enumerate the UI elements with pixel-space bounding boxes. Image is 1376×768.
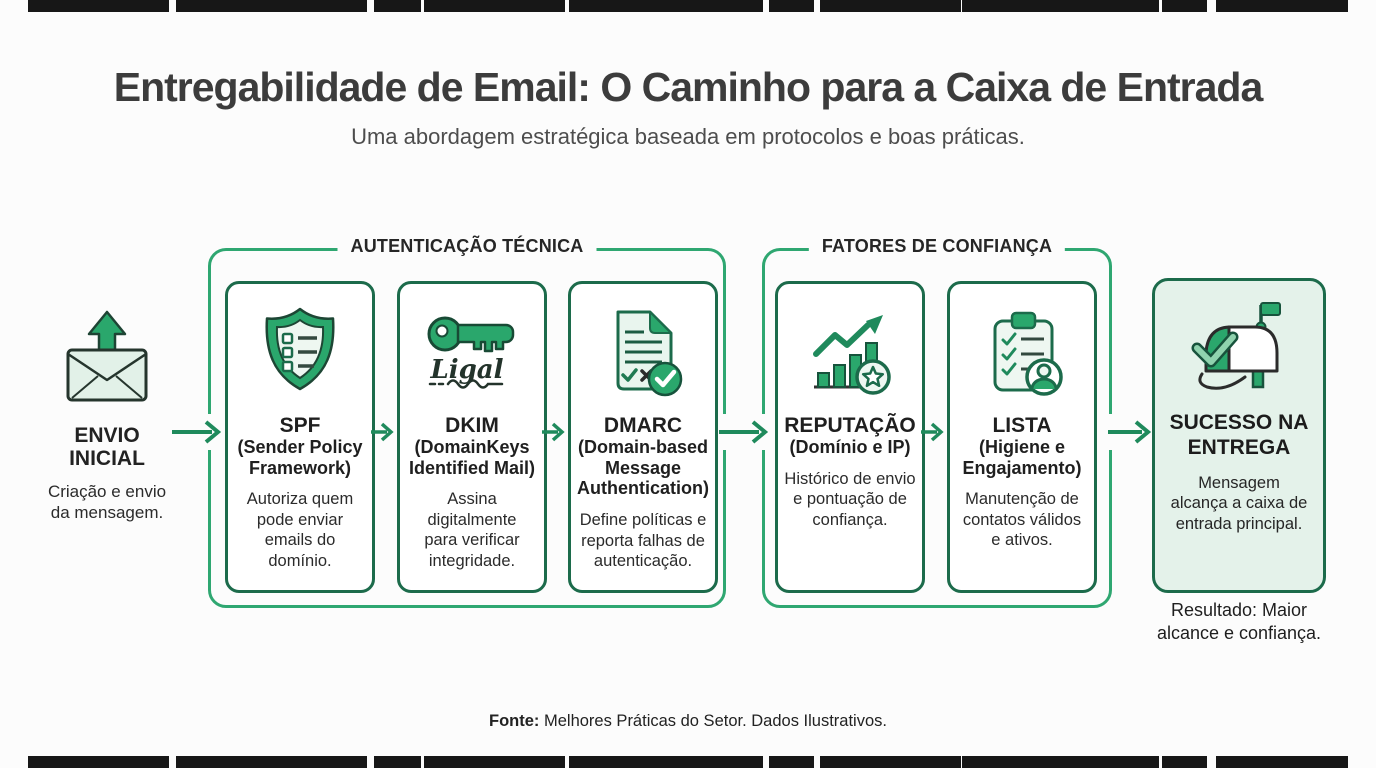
arrow-trust-to-success	[1108, 420, 1152, 444]
result-note: Resultado: Maior alcance e confiança.	[1156, 600, 1322, 643]
start-desc: Criação e envio da mensagem.	[47, 482, 167, 522]
card-desc: Assina digitalmente para verificar integ…	[424, 490, 520, 570]
card-name: SPF	[279, 414, 321, 437]
group-fatores-de-confianca: FATORES DE CONFIANÇA REPUTAÇÃO (Domínio …	[762, 236, 1112, 608]
clipboard-person-icon	[950, 300, 1094, 400]
card-desc: Autoriza quem pode enviar emails do domí…	[246, 490, 354, 570]
arrow-start-to-auth	[172, 420, 222, 444]
shield-checklist-icon	[228, 300, 372, 400]
arrow-auth-to-trust	[719, 420, 769, 444]
card-subname: (Higiene e Engajamento)	[962, 437, 1082, 478]
card-dkim: Ligal DKIM (DomainKeys Identified Mail) …	[397, 281, 547, 593]
card-subname: (Sender Policy Framework)	[237, 437, 363, 478]
card-name: DMARC	[603, 414, 683, 437]
bottom-dashed-strip	[28, 756, 1348, 768]
card-subname: (Domínio e IP)	[789, 437, 911, 458]
top-dashed-strip	[28, 0, 1348, 12]
card-name: DKIM	[445, 414, 499, 437]
page-subtitle: Uma abordagem estratégica baseada em pro…	[351, 124, 1025, 149]
card-name: REPUTAÇÃO	[784, 414, 916, 437]
mailbox-check-icon	[1155, 295, 1323, 397]
document-check-icon	[571, 300, 715, 400]
step-envio-inicial: ENVIO INICIAL Criação e envio da mensage…	[36, 310, 178, 524]
group-label: AUTENTICAÇÃO TÉCNICA	[337, 236, 597, 257]
card-subname: (DomainKeys Identified Mail)	[409, 437, 535, 478]
envelope-upload-icon	[36, 310, 178, 404]
card-sucesso-na-entrega: SUCESSO NA ENTREGA Mensagem alcança a ca…	[1152, 278, 1326, 593]
card-dmarc: DMARC (Domain-based Message Authenticati…	[568, 281, 718, 593]
final-card-name: SUCESSO NA ENTREGA	[1169, 411, 1309, 459]
final-card-desc: Mensagem alcança a caixa de entrada prin…	[1170, 473, 1308, 534]
page-title: Entregabilidade de Email: O Caminho para…	[113, 64, 1264, 110]
card-lista: LISTA (Higiene e Engajamento) Manutenção…	[947, 281, 1097, 593]
card-desc: Manutenção de contatos válidos e ativos.	[962, 490, 1082, 550]
arrow-spf-to-dkim	[371, 422, 394, 442]
arrow-dkim-to-dmarc	[542, 422, 565, 442]
arrow-reputacao-to-lista	[921, 422, 944, 442]
source-label: Fonte:	[489, 712, 540, 730]
card-desc: Histórico de envio e pontuação de confia…	[784, 469, 916, 529]
growth-chart-star-icon	[778, 300, 922, 400]
card-subname: (Domain-based Message Authentication)	[577, 437, 709, 499]
source-note: Fonte: Melhores Práticas do Setor. Dados…	[0, 712, 1376, 731]
card-reputacao: REPUTAÇÃO (Domínio e IP) Histórico de en…	[775, 281, 925, 593]
card-desc: Define políticas e reporta falhas de aut…	[579, 511, 707, 571]
source-text: Melhores Práticas do Setor. Dados Ilustr…	[539, 712, 887, 730]
group-label: FATORES DE CONFIANÇA	[808, 236, 1066, 257]
group-autenticacao-tecnica: AUTENTICAÇÃO TÉCNICA SPF (Sender Policy …	[208, 236, 726, 608]
svg-text:Ligal: Ligal	[429, 355, 503, 385]
start-label: ENVIO INICIAL	[69, 424, 145, 471]
key-signature-icon: Ligal	[400, 300, 544, 400]
card-name: LISTA	[992, 414, 1052, 437]
card-spf: SPF (Sender Policy Framework) Autoriza q…	[225, 281, 375, 593]
